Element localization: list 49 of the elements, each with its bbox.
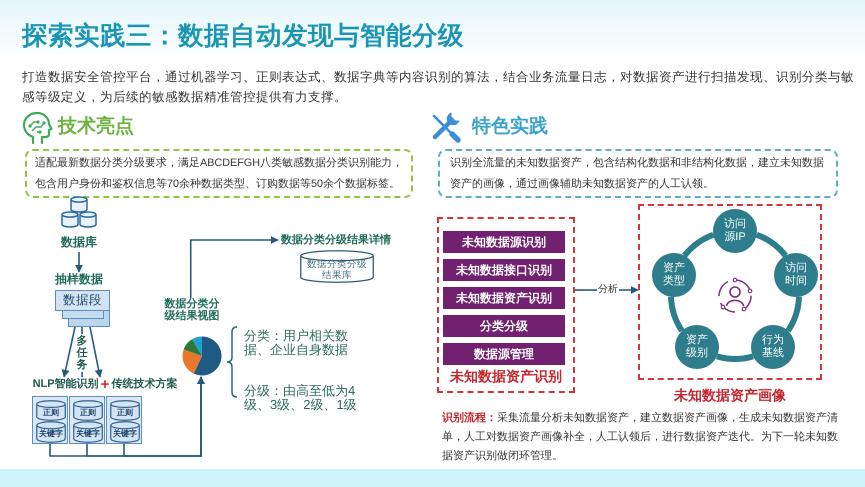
connector-line	[756, 232, 788, 258]
node-heading: 抽样数据	[55, 272, 103, 287]
connector-line	[785, 296, 802, 332]
process-box: 分类分级	[443, 315, 565, 337]
attribute-circle: 访问源IP	[713, 209, 757, 253]
connector-line	[668, 296, 685, 332]
section-heading: 技术亮点	[58, 115, 134, 139]
group-caption: 未知数据资产识别	[450, 367, 562, 385]
cylinder: 正则	[36, 400, 66, 421]
arrow	[123, 376, 205, 457]
process-box: 未知数据源识别	[443, 231, 565, 253]
arrow	[75, 252, 83, 273]
cylinder: 关键字	[73, 421, 103, 443]
title: 探索实践三：数据自动发现与智能分级	[22, 20, 464, 52]
flow-description: 识别流程：采集流量分析未知数据资产，建立数据资产画像，生成未知数据资产清单，人工对数据资产画像补全，人工认领后，进行数据资产迭代。为下一轮未知数据资产识别做闭环管理。	[442, 410, 839, 464]
attribute-circle: 访问时间	[774, 253, 818, 297]
cylinder: 关键字	[36, 421, 66, 443]
connector-line	[682, 232, 714, 258]
intro-text: 打造数据安全管控平台，通过机器学习、正则表达式、数据字典等内容识别的算法，结合业务流量日志，对数据资产进行扫描发现、识别分类与敏感等级定义，为后续的敏感数据精准管控提供有力支撑。	[22, 69, 855, 106]
group-caption: 未知数据资产画像	[674, 386, 786, 404]
node-heading: 数据分类分级结果视图	[163, 298, 220, 322]
connector-line	[716, 353, 754, 362]
attribute-circle: 行为基线	[751, 325, 795, 369]
node-label: 传统技术方案	[111, 377, 178, 392]
cylinder: 关键字	[110, 421, 140, 443]
node-heading: 数据分类分级结果详情	[281, 233, 391, 247]
container-box	[32, 396, 68, 444]
cylinder: 正则	[110, 400, 140, 421]
bracket-note: 分级：由高至低为4级、3级、2级、1级	[244, 384, 358, 412]
edge-label: 多任务	[76, 334, 88, 372]
description-box: 适配最新数据分类分级要求，满足ABCDEFGH八类敏感数据分类识别能力，包含用户身份和鉴权信息等70余种数据类型、订购数据等50余个数据标签。	[25, 149, 413, 198]
attribute-circle: 资产类型	[652, 253, 696, 297]
section-heading: 特色实践	[472, 115, 548, 139]
description-box: 识别全流量的未知数据资产，包含结构化数据和非结构化数据，建立未知数据资产的画像，通过画像辅助未知数据资产的人工认领。	[438, 149, 838, 198]
node-label: NLP智能识别	[32, 377, 99, 392]
arrow	[190, 236, 279, 298]
process-box: 数据源管理	[443, 343, 565, 365]
container-box	[69, 396, 105, 444]
arrow	[89, 326, 103, 378]
node-label: 数据库	[61, 235, 97, 250]
database-cylinder: 数据分类分级结果库	[300, 250, 374, 283]
attribute-circle: 资产级别	[675, 325, 719, 369]
plus-sign: +	[100, 377, 110, 392]
process-box: 未知数据接口识别	[443, 259, 565, 281]
cylinder: 正则	[73, 400, 103, 421]
process-box: 未知数据资产识别	[443, 287, 565, 309]
arrow	[62, 326, 76, 378]
container-box	[106, 396, 142, 444]
bracket-note: 分类：用户相关数据、企业自身数据	[244, 329, 349, 357]
